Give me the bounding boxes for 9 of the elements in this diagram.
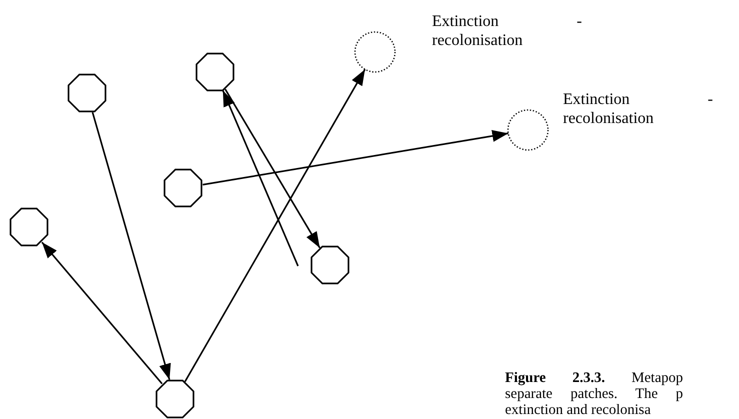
arrow <box>224 88 320 248</box>
arrow <box>92 112 171 380</box>
arrow <box>202 130 508 186</box>
state-label: Extinction - recolonisation <box>432 12 582 50</box>
arrow <box>184 68 366 382</box>
state-label: Extinction - recolonisation <box>563 90 713 128</box>
arrow <box>41 242 163 384</box>
arrow <box>222 90 299 266</box>
figure-caption: Figure 2.3.3. Metapop separate patches. The p extinction and recolonisa <box>505 370 683 418</box>
